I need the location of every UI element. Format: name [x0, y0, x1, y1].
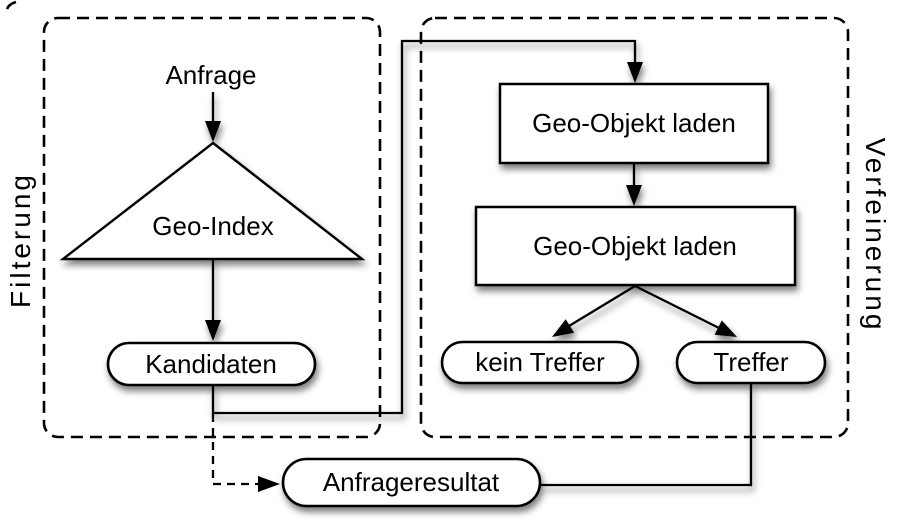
- solid-connectors: [205, 39, 753, 487]
- kein-treffer-stadium: [440, 340, 640, 385]
- anfrage-label: Anfrage: [165, 60, 256, 90]
- corner-artifact-mark: [5, 0, 17, 10]
- arrowhead-icon: [626, 185, 642, 206]
- anfrageresultat-stadium: [281, 457, 542, 508]
- dashed-connector: [211, 414, 280, 492]
- kein-treffer-label: kein Treffer: [475, 347, 605, 377]
- arrowhead-icon: [205, 320, 221, 341]
- filterung-group-frame: [42, 16, 382, 439]
- geo-objekt-laden-1-label: Geo-Objekt laden: [532, 108, 736, 138]
- arrowhead-icon: [258, 476, 280, 492]
- labels: Anfrage Geo-Index Kandidaten Geo-Objekt …: [5, 60, 891, 497]
- geo-objekt-laden-2-box: [474, 205, 797, 287]
- group-frames: [5, 0, 850, 439]
- geo-index-triangle: [59, 141, 366, 261]
- edge-geoobjekt2-treffer: [634, 284, 720, 330]
- treffer-stadium: [675, 340, 827, 385]
- kandidaten-label: Kandidaten: [145, 349, 277, 379]
- kandidaten-stadium: [106, 341, 317, 387]
- treffer-label: Treffer: [713, 347, 788, 377]
- arrowhead-icon: [205, 121, 221, 142]
- edge-kandidaten-anfrageresultat: [211, 414, 258, 486]
- verfeinerung-group-frame: [419, 16, 850, 439]
- arrowhead-icon: [714, 320, 737, 337]
- geo-objekt-laden-2-label: Geo-Objekt laden: [533, 231, 737, 261]
- verfeinerung-group-label: Verfeinerung: [860, 138, 891, 333]
- geo-objekt-laden-1-box: [498, 82, 770, 165]
- arrowhead-icon: [627, 62, 643, 83]
- edge-geoobjekt2-keintreffer: [568, 285, 636, 327]
- edge-treffer-anfrageresultat: [541, 383, 753, 487]
- arrowhead-icon: [552, 319, 575, 337]
- node-shapes: [59, 82, 827, 508]
- edge-kandidaten-geoobjekt1: [211, 39, 637, 415]
- geo-index-label: Geo-Index: [152, 211, 273, 241]
- filterung-group-label: Filterung: [5, 172, 36, 308]
- anfrageresultat-label: Anfrageresultat: [323, 467, 500, 497]
